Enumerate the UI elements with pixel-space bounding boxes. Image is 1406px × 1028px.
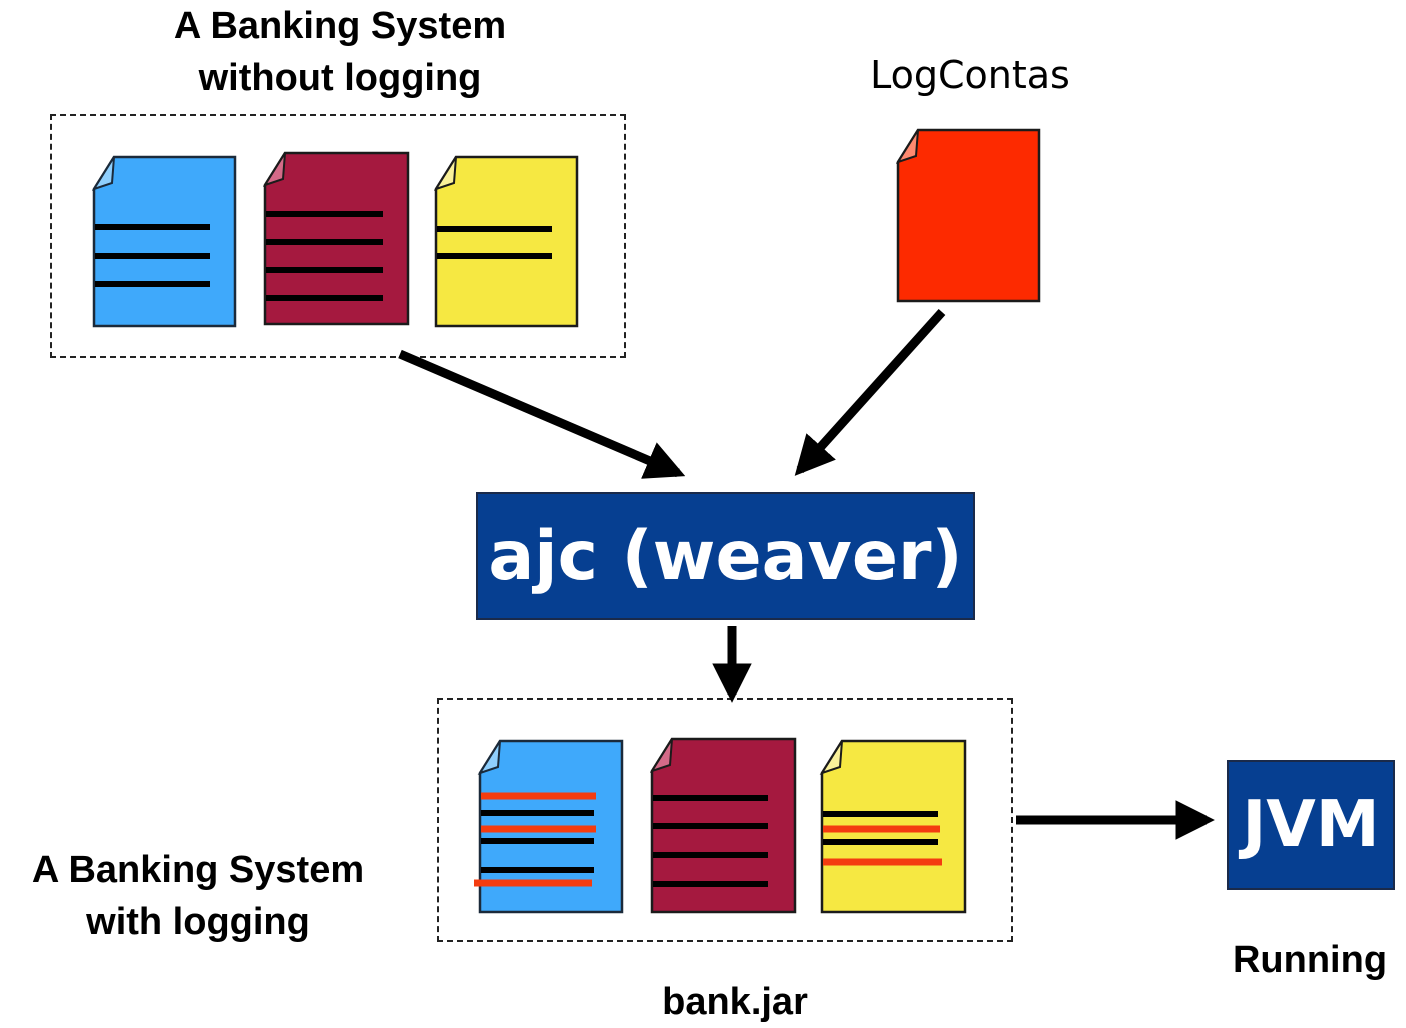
aspect-title: LogContas	[870, 53, 1070, 97]
arrow-aspect-to-weaver	[794, 308, 946, 476]
blue-woven-file-icon	[474, 739, 624, 914]
running-label: Running	[1232, 939, 1388, 981]
source-files-group	[50, 114, 626, 358]
aspect-file-icon	[896, 128, 1041, 303]
source-system-title: A Banking System without logging	[173, 5, 507, 99]
arrow-source-to-weaver	[398, 349, 686, 479]
crimson-source-file-icon	[263, 151, 410, 326]
blue-source-file-icon	[92, 155, 237, 328]
yellow-woven-file-icon	[819, 739, 967, 914]
jar-label: bank.jar	[662, 981, 808, 1023]
crimson-woven-file-icon	[650, 737, 797, 914]
jvm-label: JVM	[1242, 788, 1380, 862]
jvm-box: JVM	[1227, 760, 1395, 890]
woven-system-title: A Banking System with logging	[31, 849, 365, 943]
weaver-label: ajc (weaver)	[488, 516, 963, 596]
weaver-box: ajc (weaver)	[476, 492, 975, 620]
yellow-source-file-icon	[434, 155, 579, 328]
